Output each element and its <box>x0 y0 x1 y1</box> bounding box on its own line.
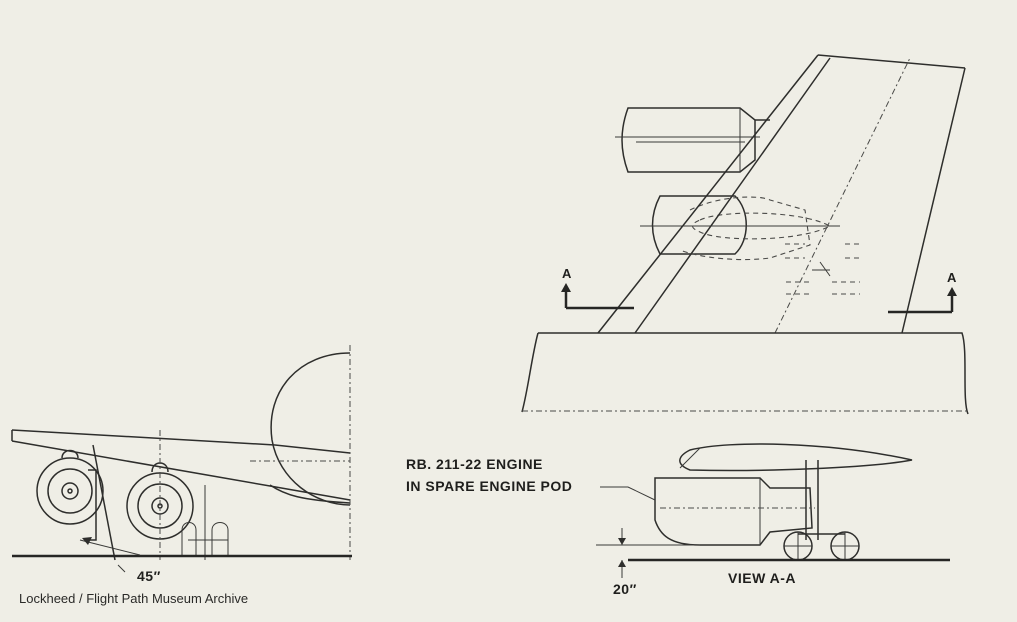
tail-pylon-view <box>521 54 970 415</box>
clearance-label: 20″ <box>613 581 637 597</box>
dolly-wheels <box>783 531 860 561</box>
engine-label-line2: IN SPARE ENGINE POD <box>406 478 573 494</box>
landing-gear-view <box>11 345 352 573</box>
view-aa <box>596 443 950 578</box>
section-marker-right <box>888 287 957 314</box>
image-credit: Lockheed / Flight Path Museum Archive <box>19 591 249 606</box>
angle-label: 45″ <box>137 568 161 584</box>
section-label-left: A <box>562 266 572 281</box>
section-label-right: A <box>947 270 957 285</box>
spare-engine-pod <box>654 477 815 546</box>
view-label: VIEW A-A <box>728 570 797 586</box>
engine-label-line1: RB. 211-22 ENGINE <box>406 456 543 472</box>
section-marker-left <box>561 283 634 310</box>
wing-engine-upper <box>615 107 770 173</box>
wing-engine-lower <box>640 195 840 255</box>
main-wheel-left <box>36 449 104 525</box>
fuselage <box>521 332 970 415</box>
